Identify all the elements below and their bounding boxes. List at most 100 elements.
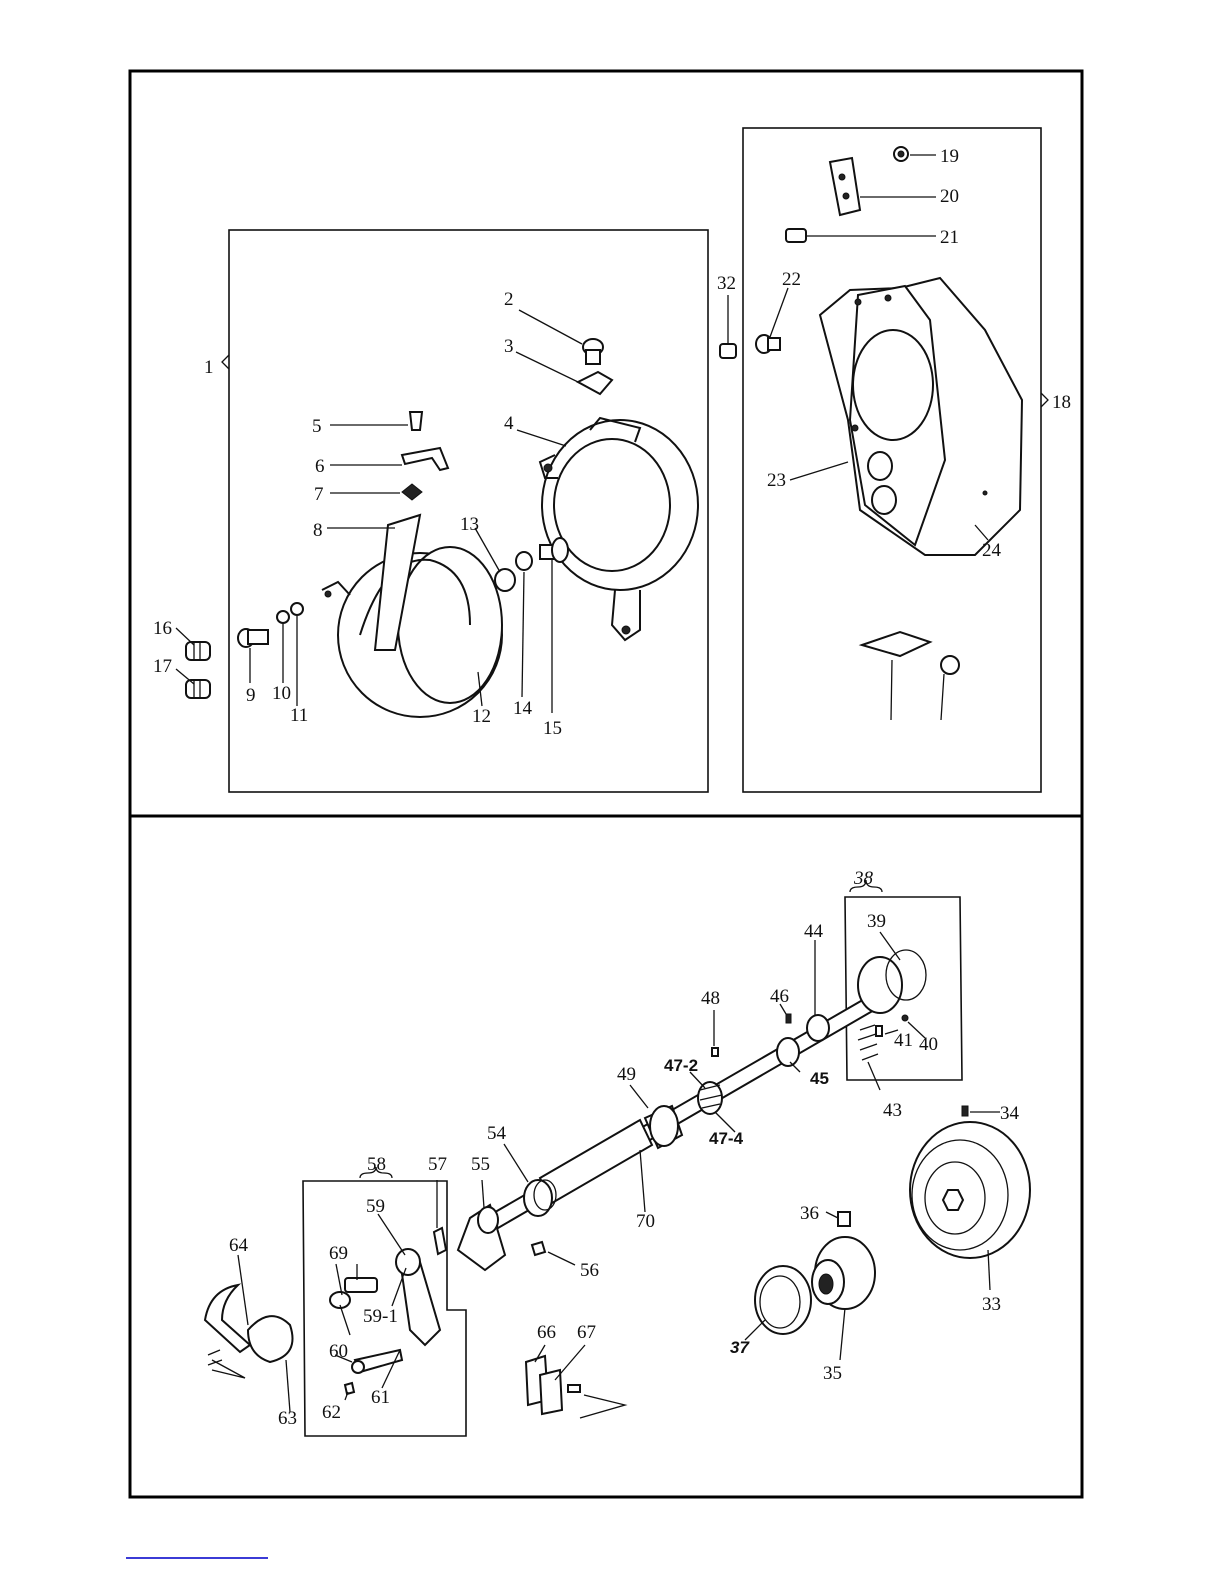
label-56: 56 [580, 1260, 599, 1281]
label-36: 36 [800, 1203, 819, 1224]
label-34: 34 [1000, 1103, 1020, 1124]
label-60: 60 [329, 1341, 348, 1362]
label-54: 54 [487, 1123, 507, 1144]
plate-57 [434, 1228, 446, 1254]
screw-32 [720, 344, 736, 358]
shaft-15 [540, 538, 568, 562]
label-61: 61 [371, 1387, 390, 1408]
label-17: 17 [153, 656, 172, 677]
label-62: 62 [322, 1402, 341, 1423]
washer-13 [495, 569, 515, 591]
label-66: 66 [537, 1322, 556, 1343]
label-57: 57 [428, 1154, 447, 1175]
label-8: 8 [313, 520, 323, 541]
label-11: 11 [290, 705, 308, 726]
bracket-20 [830, 158, 860, 215]
label-14: 14 [513, 698, 533, 719]
screw-9 [238, 629, 268, 647]
label-39: 39 [867, 911, 886, 932]
label-33: 33 [982, 1294, 1001, 1315]
label-41: 41 [894, 1030, 913, 1051]
collar-45 [777, 1038, 799, 1066]
group-1-brace [222, 355, 229, 369]
washer-14 [516, 552, 532, 570]
group-18-brace [1041, 393, 1048, 407]
label-35: 35 [823, 1363, 842, 1384]
label-59: 59 [366, 1196, 385, 1217]
label-3: 3 [504, 336, 514, 357]
screw-17 [186, 680, 210, 698]
label-59-1: 59-1 [363, 1306, 398, 1327]
set-screw-48 [712, 1048, 718, 1056]
label-9: 9 [246, 685, 256, 706]
seal-37 [755, 1266, 811, 1334]
label-48: 48 [701, 988, 720, 1009]
latch [862, 632, 959, 720]
label-23: 23 [767, 470, 786, 491]
label-47-4: 47-4 [709, 1129, 744, 1148]
washer-7 [402, 484, 422, 500]
label-12: 12 [472, 706, 491, 727]
collar-44 [807, 1015, 829, 1041]
bracket-66 [526, 1356, 625, 1418]
hook-housing-ring [540, 418, 698, 640]
gear-47 [698, 1082, 722, 1114]
label-47-2: 47-2 [664, 1056, 698, 1075]
label-16: 16 [153, 618, 172, 639]
washer-10 [277, 611, 289, 623]
label-45: 45 [810, 1069, 829, 1088]
pin-56 [532, 1242, 545, 1255]
crank-55 [458, 1205, 505, 1270]
label-6: 6 [315, 456, 325, 477]
label-group-18: 18 [1052, 392, 1071, 413]
label-64: 64 [229, 1235, 249, 1256]
arm-59 [396, 1249, 440, 1345]
label-63: 63 [278, 1408, 297, 1429]
label-5: 5 [312, 416, 322, 437]
label-37: 37 [730, 1338, 750, 1357]
set-screw-46 [786, 1014, 791, 1023]
cover-plate [820, 278, 1022, 555]
label-24: 24 [982, 540, 1002, 561]
label-13: 13 [460, 514, 479, 535]
label-7: 7 [314, 484, 324, 505]
set-screw-36 [838, 1212, 850, 1226]
label-group-38: 38 [853, 868, 874, 889]
nut-19 [894, 147, 908, 161]
label-10: 10 [272, 683, 291, 704]
label-43: 43 [883, 1100, 902, 1121]
looper-64 [205, 1285, 293, 1365]
label-69: 69 [329, 1243, 348, 1264]
hub-35 [812, 1237, 875, 1309]
label-15: 15 [543, 718, 562, 739]
pin-62 [345, 1383, 354, 1394]
screw-21 [786, 229, 806, 242]
gear-group-38 [858, 950, 926, 1060]
label-55: 55 [471, 1154, 490, 1175]
label-19: 19 [940, 146, 959, 167]
screw-5 [410, 412, 422, 430]
label-44: 44 [804, 921, 824, 942]
label-group-1: 1 [204, 357, 214, 378]
screw-2 [583, 339, 603, 364]
label-70: 70 [636, 1211, 655, 1232]
screw-16 [186, 642, 210, 660]
label-67: 67 [577, 1322, 596, 1343]
label-2: 2 [504, 289, 514, 310]
label-22: 22 [782, 269, 801, 290]
label-20: 20 [940, 186, 959, 207]
plate-3 [578, 372, 612, 394]
pulley-33 [910, 1122, 1030, 1258]
stud-69 [330, 1278, 377, 1308]
label-49: 49 [617, 1064, 636, 1085]
footer-rule [126, 1557, 268, 1559]
label-21: 21 [940, 227, 959, 248]
label-group-58: 58 [367, 1154, 386, 1175]
plate-6 [402, 448, 448, 470]
label-40: 40 [919, 1034, 938, 1055]
rotating-hook [322, 515, 502, 717]
screw-22 [756, 335, 780, 353]
set-screw-34 [962, 1106, 968, 1116]
label-46: 46 [770, 986, 789, 1007]
